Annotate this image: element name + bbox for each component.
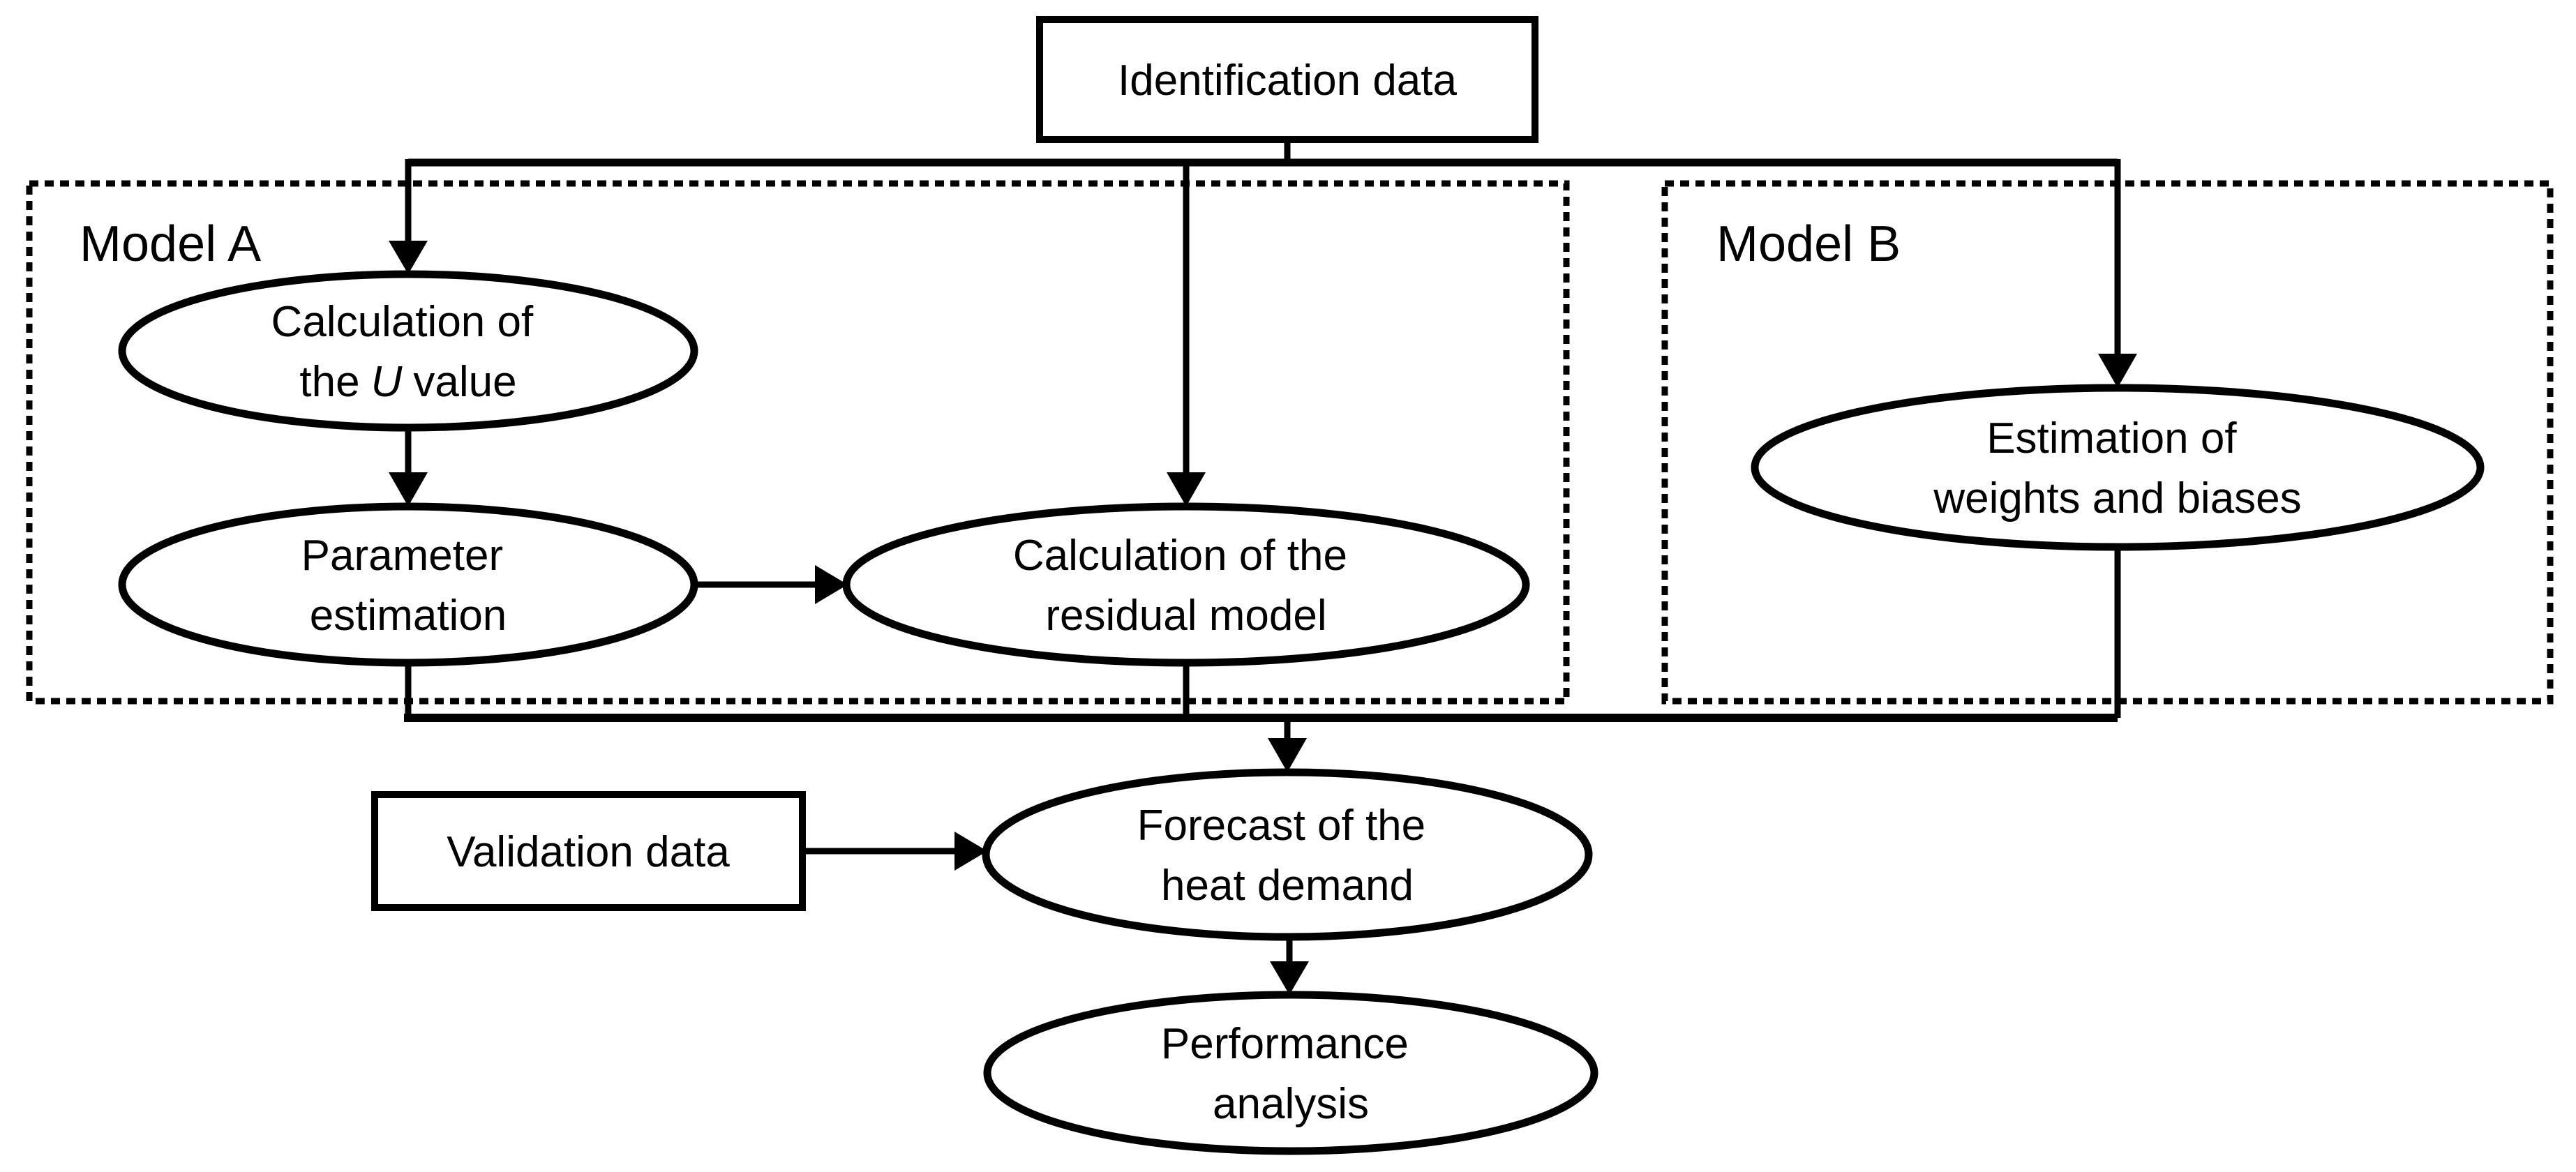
identification-data-label: Identification data — [1118, 57, 1458, 105]
model-b-group-box — [1661, 180, 2554, 705]
arrowhead-into-residual — [1167, 472, 1206, 506]
performance-ellipse — [983, 991, 1598, 1155]
residual-model-label: Calculation of the residual model — [1013, 532, 1359, 640]
arrowhead-into-parameter — [389, 472, 428, 506]
arrowhead-into-uvalue — [389, 241, 428, 274]
weights-biases-label: Estimation of weights and biases — [1933, 414, 2301, 523]
validation-data-label: Validation data — [447, 828, 730, 876]
parameter-estimation-ellipse — [118, 502, 698, 667]
forecast-label: Forecast of the heat demand — [1137, 802, 1438, 910]
identification-data-box — [1036, 16, 1538, 143]
forecast-ellipse — [982, 768, 1593, 941]
performance-label: Performance analysis — [1161, 1020, 1421, 1128]
weights-biases-ellipse — [1751, 384, 2485, 551]
validation-data-box — [371, 791, 806, 911]
model-a-group-box — [26, 180, 1570, 705]
model-b-label: Model B — [1716, 216, 1901, 272]
arrowhead-into-forecast — [1268, 738, 1307, 772]
parameter-estimation-label: Parameter estimation — [301, 532, 516, 640]
arrowhead-into-residual-left — [815, 565, 848, 604]
arrowhead-into-weights — [2098, 354, 2137, 388]
arrowhead-into-performance — [1270, 961, 1309, 995]
arrowhead-into-forecast-left — [954, 832, 987, 871]
u-value-ellipse — [118, 270, 698, 432]
model-a-label: Model A — [80, 216, 261, 272]
residual-model-ellipse — [842, 502, 1530, 667]
